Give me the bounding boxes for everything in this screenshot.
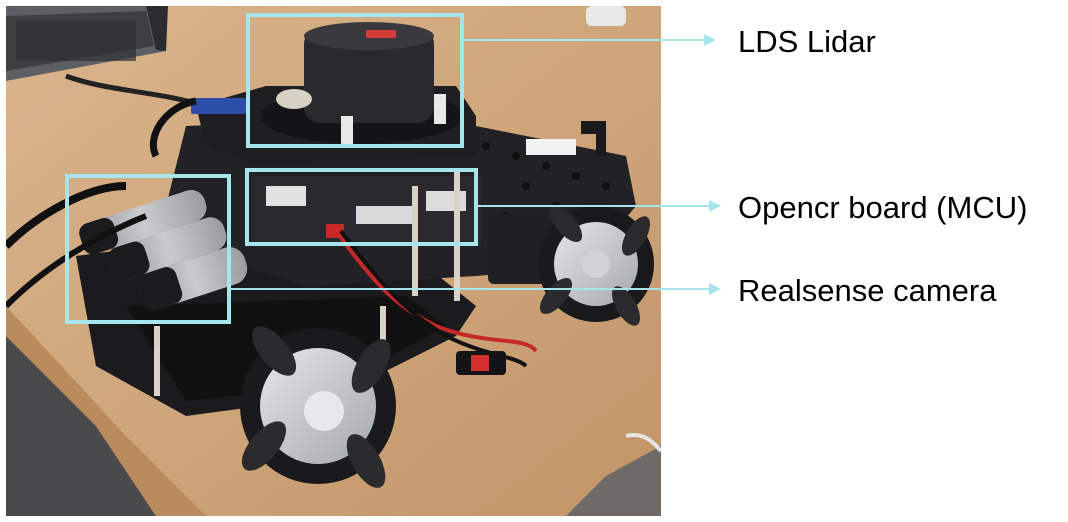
laptop	[6, 6, 168, 81]
lidar-highlight-box	[246, 13, 464, 148]
realsense-label: Realsense camera	[738, 273, 997, 308]
mecanum-wheel-front	[240, 326, 396, 488]
opencr-board	[251, 176, 481, 246]
opencr-arrowhead	[709, 200, 721, 212]
floor-area	[6, 336, 156, 516]
usb-board	[191, 98, 246, 114]
realsense-camera	[79, 189, 248, 311]
opencr-highlight-box	[245, 168, 478, 246]
opencr-label: Opencr board (MCU)	[738, 190, 1028, 225]
lidar-label: LDS Lidar	[738, 24, 876, 59]
mecanum-wheel-right	[538, 205, 654, 326]
lidar-arrowhead	[704, 34, 716, 46]
realsense-arrowhead	[709, 283, 721, 295]
realsense-highlight-box	[65, 174, 231, 324]
lidar-sensor	[261, 22, 461, 146]
